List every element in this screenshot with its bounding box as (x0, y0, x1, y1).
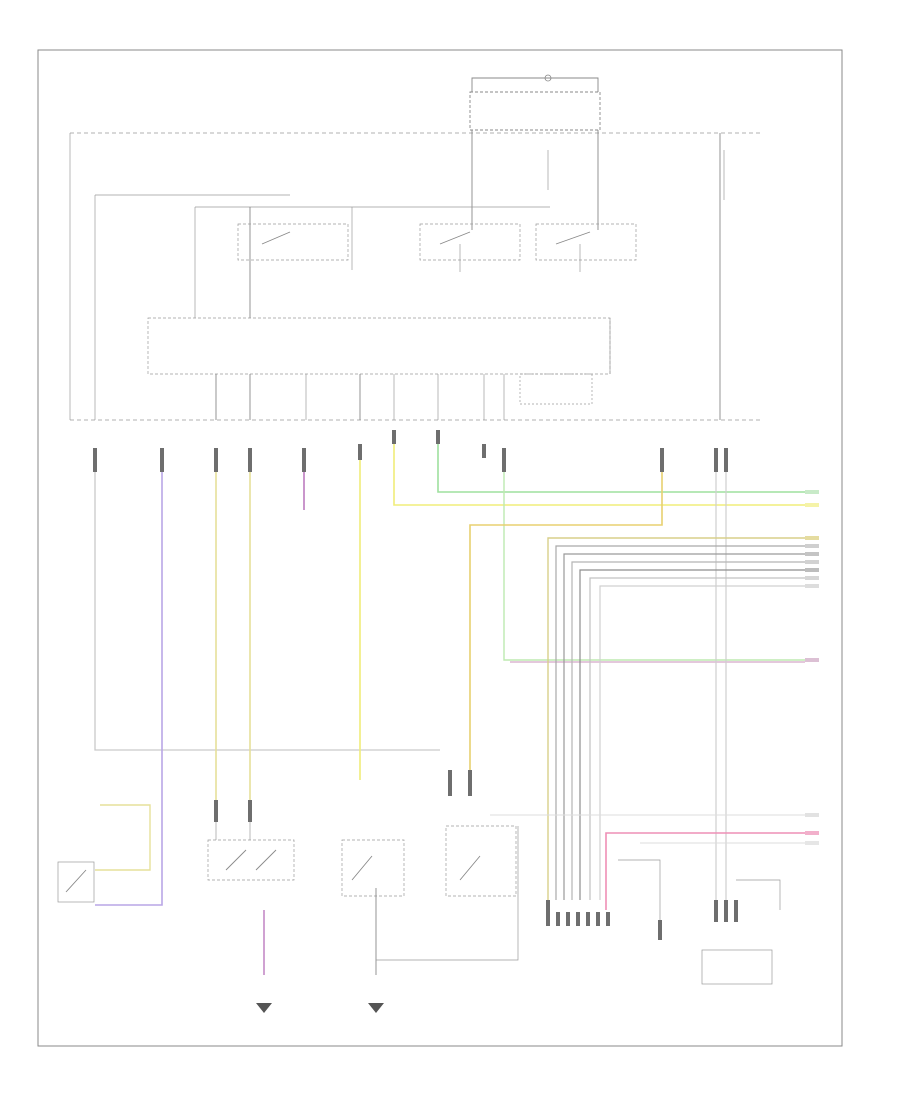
bottom-right-module (701, 879, 781, 985)
connector-row (93, 430, 728, 472)
top-relay-block (469, 74, 601, 131)
bottom-mid-component (618, 859, 662, 940)
lower-relay-a (207, 800, 295, 1013)
switch-c (535, 223, 637, 272)
main-module (147, 317, 611, 405)
left-switch-component (57, 804, 151, 903)
lower-relay-b (341, 839, 405, 1013)
right-terminals (805, 490, 819, 845)
wires (94, 444, 805, 910)
lower-relay-c (376, 770, 519, 961)
diagram-frame (37, 49, 843, 1047)
bottom-connector (546, 900, 610, 926)
switch-a (237, 207, 353, 270)
switch-b (419, 223, 521, 272)
